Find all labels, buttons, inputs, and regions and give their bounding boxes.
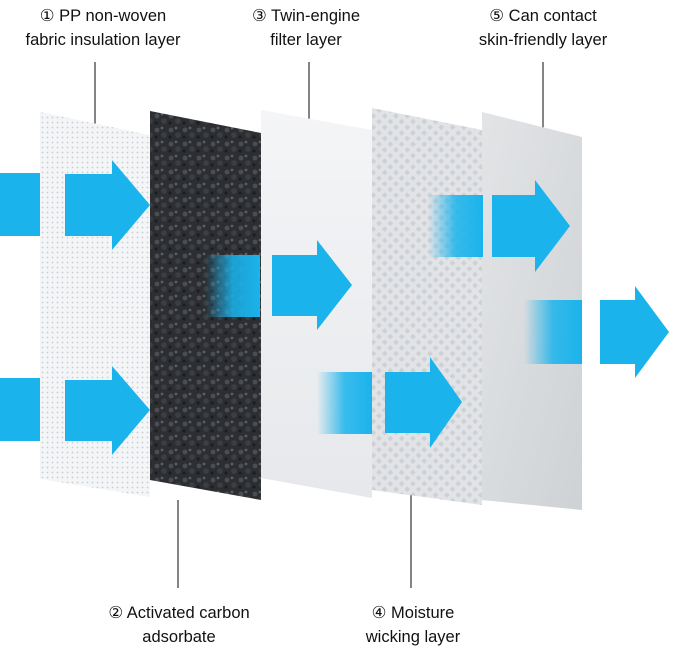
arrow-4 — [385, 357, 462, 448]
arrow-1 — [65, 160, 150, 250]
arrow-6 — [600, 286, 669, 378]
label-layer-1-line2: fabric insulation layer — [25, 31, 181, 49]
arrow-tail-4 — [317, 372, 372, 434]
label-layer-4-line1: ④ Moisture — [371, 604, 455, 622]
arrow-tail-3 — [205, 255, 260, 317]
arrow-tail-5 — [428, 195, 483, 257]
label-layer-4-line2: wicking layer — [365, 628, 461, 646]
arrow-3 — [272, 240, 352, 330]
layer-4-moisture-wicking — [372, 108, 482, 505]
label-layer-5: ⑤ Can contact skin-friendly layer — [458, 4, 628, 52]
label-layer-2-line1: ② Activated carbon — [108, 604, 250, 622]
label-layer-3-line2: filter layer — [270, 31, 342, 49]
arrow-tail-2 — [0, 378, 40, 441]
label-layer-3-line1: ③ Twin-engine — [251, 7, 361, 25]
label-layer-1: ① PP non-woven fabric insulation layer — [0, 4, 206, 52]
arrow-5 — [492, 180, 570, 272]
label-layer-2-line2: adsorbate — [142, 628, 216, 646]
label-layer-4: ④ Moisture wicking layer — [346, 601, 480, 649]
label-layer-2: ② Activated carbon adsorbate — [84, 601, 274, 649]
arrow-tail-1 — [0, 173, 40, 236]
arrow-tail-6 — [524, 300, 582, 364]
arrow-2 — [65, 366, 150, 455]
label-layer-5-line2: skin-friendly layer — [478, 31, 608, 49]
label-layer-5-line1: ⑤ Can contact — [489, 7, 597, 25]
label-layer-1-line1: ① PP non-woven — [39, 7, 167, 25]
airflow-arrows — [0, 160, 669, 455]
label-layer-3: ③ Twin-engine filter layer — [226, 4, 386, 52]
